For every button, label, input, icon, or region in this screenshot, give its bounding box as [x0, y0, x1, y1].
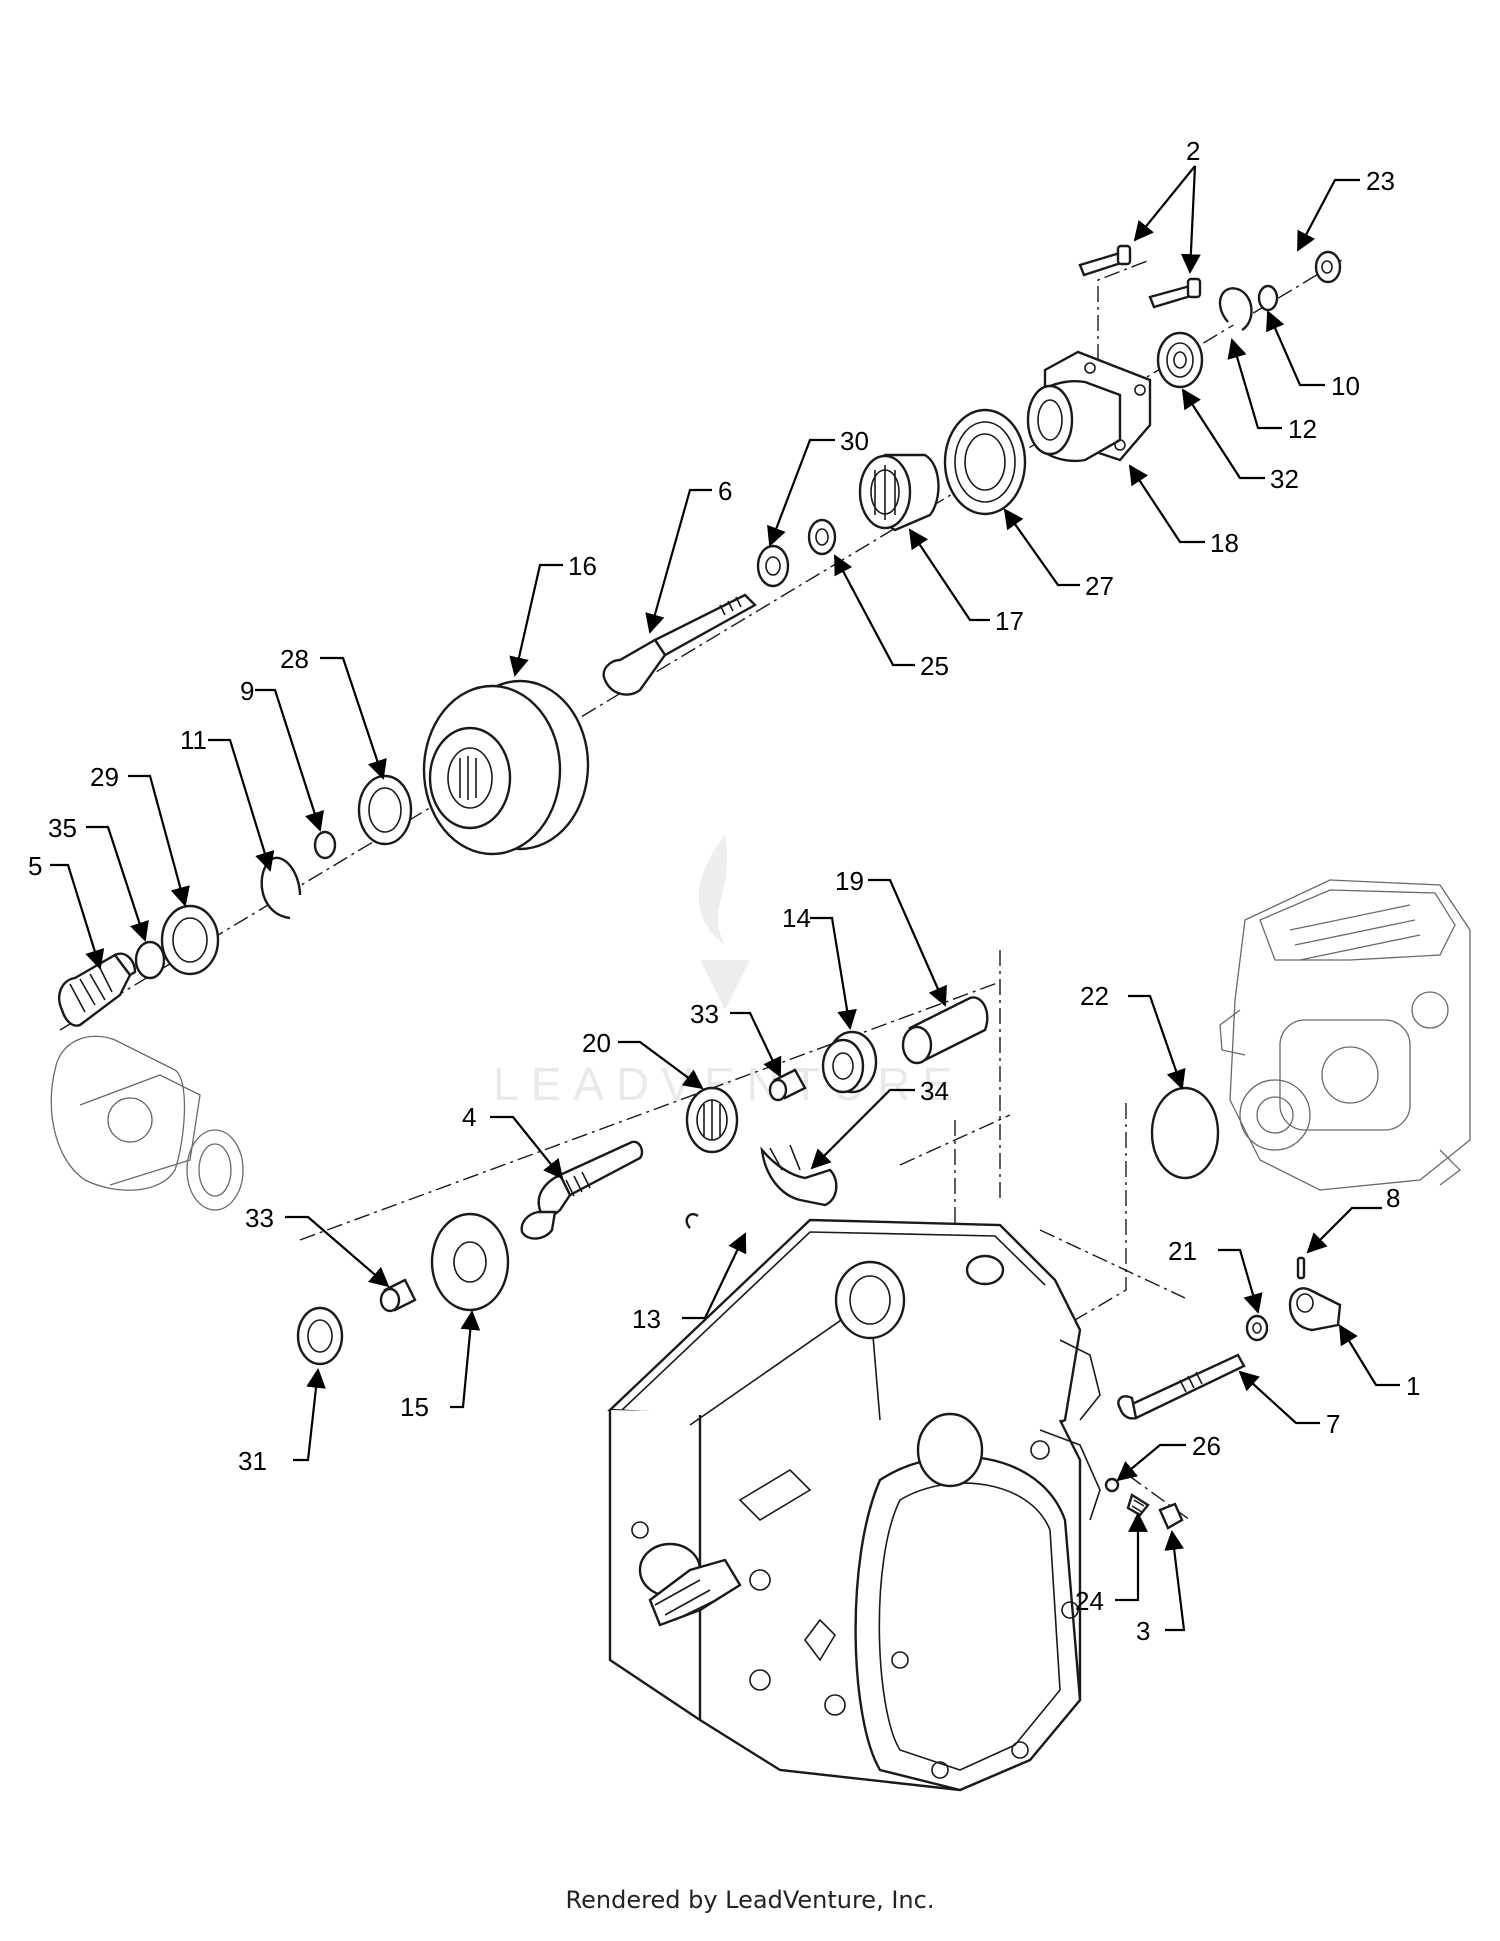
part-17-needle-bearing — [858, 453, 940, 532]
callout-9: 9 — [240, 676, 254, 706]
transmission-case — [607, 1218, 1101, 1792]
part-35-ring — [134, 940, 166, 980]
part-22-o-ring — [1150, 1086, 1220, 1180]
part-7-shift-rod — [1117, 1353, 1246, 1420]
callout-1: 1 — [1406, 1371, 1420, 1401]
callout-27: 27 — [1085, 571, 1114, 601]
callout-29: 29 — [90, 762, 119, 792]
callout-24: 24 — [1075, 1586, 1104, 1616]
callout-20: 20 — [582, 1028, 611, 1058]
callout-6: 6 — [718, 476, 732, 506]
callout-26: 26 — [1192, 1431, 1221, 1461]
callout-25: 25 — [920, 651, 949, 681]
part-34-shift-fork — [760, 1144, 838, 1207]
callout-30: 30 — [840, 426, 869, 456]
engine-assembly-ghost — [1219, 879, 1471, 1191]
callout-33-lower: 33 — [245, 1203, 274, 1233]
callout-leaders — [50, 165, 1400, 1632]
part-13-clip — [685, 1213, 699, 1229]
part-32-bearing — [1156, 331, 1204, 389]
part-16-gear-pair — [422, 679, 590, 856]
part-33-lower-bushing — [379, 1278, 417, 1313]
part-21-washer — [1245, 1314, 1269, 1342]
callout-17: 17 — [995, 606, 1024, 636]
part-25-washer — [807, 518, 837, 556]
callout-8: 8 — [1386, 1183, 1400, 1213]
part-15-gear — [430, 1212, 510, 1312]
callout-3: 3 — [1136, 1616, 1150, 1646]
brake-hub-ghost — [50, 1035, 244, 1211]
part-20-bearing — [685, 1086, 739, 1154]
callout-2: 2 — [1186, 136, 1200, 166]
part-33-upper-bushing — [768, 1068, 807, 1102]
callout-32: 32 — [1270, 464, 1299, 494]
part-5-pinion — [58, 952, 137, 1027]
part-28-bearing — [357, 774, 413, 846]
callout-15: 15 — [400, 1392, 429, 1422]
callout-13: 13 — [632, 1304, 661, 1334]
callout-23: 23 — [1366, 166, 1395, 196]
part-8-pin — [1296, 1256, 1306, 1280]
part-12-retaining-ring — [1218, 287, 1253, 332]
part-31-bearing — [296, 1306, 344, 1366]
callout-18: 18 — [1210, 528, 1239, 558]
part-26-ball — [1104, 1477, 1120, 1493]
callout-33-upper: 33 — [690, 999, 719, 1029]
part-9-snap-ring — [313, 830, 337, 860]
callout-14: 14 — [782, 903, 811, 933]
callout-34: 34 — [920, 1076, 949, 1106]
part-11-retaining-ring — [260, 856, 302, 920]
part-27-bearing — [943, 408, 1027, 516]
callout-22: 22 — [1080, 981, 1109, 1011]
callout-16: 16 — [568, 551, 597, 581]
part-19-sleeve — [901, 996, 989, 1065]
callout-35: 35 — [48, 813, 77, 843]
callout-21: 21 — [1168, 1236, 1197, 1266]
part-30-spring-washer — [756, 544, 790, 588]
part-14-gear — [821, 1030, 878, 1094]
part-29-bearing — [160, 904, 220, 976]
footer-credit: Rendered by LeadVenture, Inc. — [565, 1886, 935, 1914]
callout-11: 11 — [180, 725, 207, 755]
callout-12: 12 — [1288, 414, 1317, 444]
callout-31: 31 — [238, 1446, 267, 1476]
part-6-shaft — [602, 593, 757, 696]
part-3-plug — [1158, 1502, 1184, 1530]
part-18-housing — [1026, 350, 1152, 463]
part-24-spring — [1126, 1493, 1150, 1517]
part-4-shaft — [520, 1140, 644, 1240]
callout-19: 19 — [835, 866, 864, 896]
callout-4: 4 — [462, 1102, 476, 1132]
part-10-ring — [1257, 284, 1279, 312]
callout-28: 28 — [280, 644, 309, 674]
callout-5: 5 — [28, 851, 42, 881]
part-2-bolts — [1078, 244, 1202, 309]
callout-labels: 1 2 3 4 5 6 7 8 9 10 11 12 13 14 15 16 1… — [28, 136, 1420, 1646]
callout-10: 10 — [1331, 371, 1360, 401]
leadventure-watermark: LEADVENTURE — [493, 835, 953, 1110]
part-23-seal — [1314, 250, 1342, 284]
part-1-fitting — [1288, 1287, 1342, 1332]
callout-7: 7 — [1326, 1409, 1340, 1439]
